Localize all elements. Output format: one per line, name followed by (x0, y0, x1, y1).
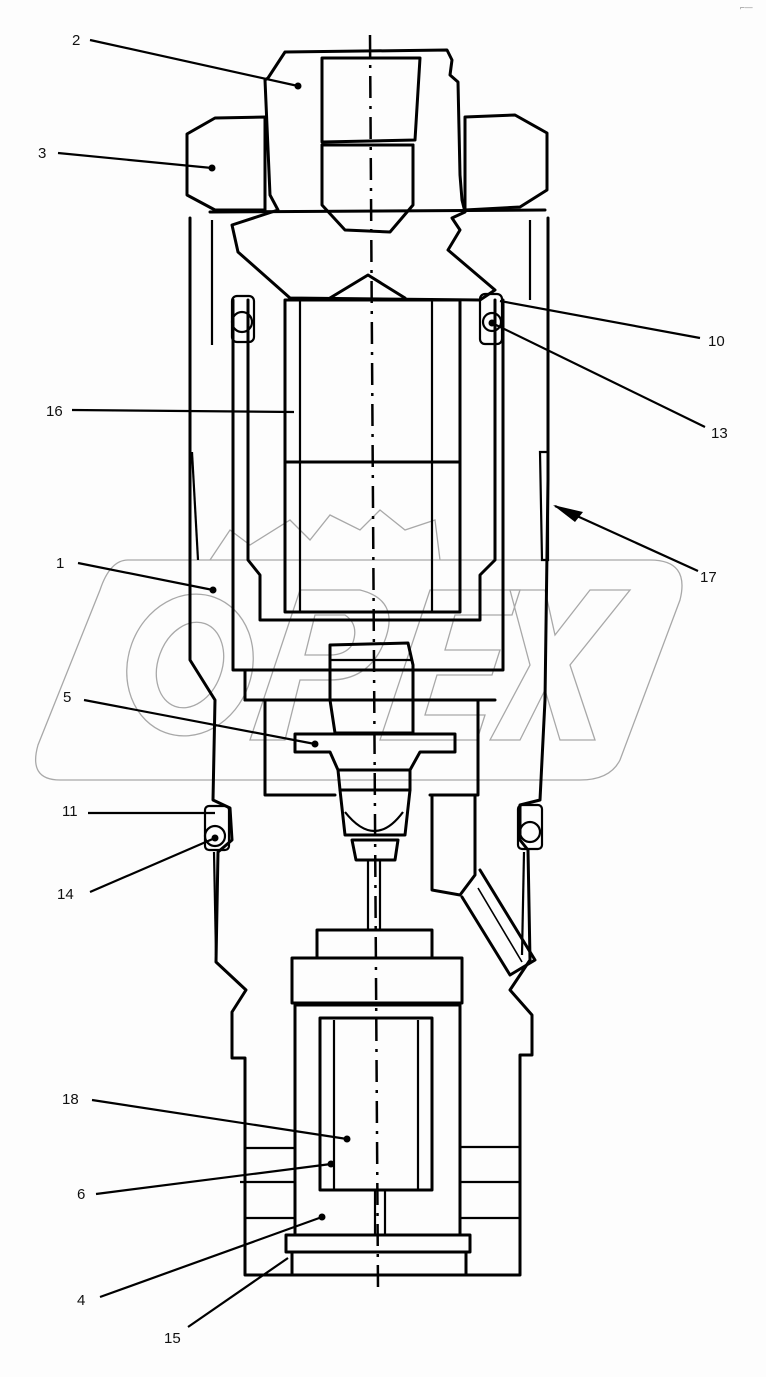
callout-5: 5 (63, 689, 71, 706)
callout-14: 14 (57, 886, 74, 903)
corner-mark: ⌐— (740, 3, 753, 12)
callout-3: 3 (38, 145, 46, 162)
callout-15: 15 (164, 1330, 181, 1347)
callout-17: 17 (700, 569, 717, 586)
center-axis-line (368, 34, 380, 1291)
callout-11: 11 (62, 803, 78, 820)
callout-1: 1 (56, 555, 64, 572)
callouts: 2 3 10 13 16 1 17 5 11 14 18 6 4 15 (38, 32, 728, 1347)
callout-4: 4 (77, 1292, 85, 1309)
part-lower-assembly (240, 928, 520, 1277)
part-3-hex-nut (185, 113, 549, 214)
part-10-13-seals (230, 292, 504, 346)
part-16-piston (231, 298, 505, 672)
callout-13: 13 (711, 425, 728, 442)
part-11-14-seals (203, 803, 544, 956)
callout-6: 6 (77, 1186, 85, 1203)
callout-2: 2 (72, 32, 80, 49)
part-2-top-cap (230, 48, 497, 302)
callout-18: 18 (62, 1091, 79, 1108)
part-17-ring (538, 450, 550, 562)
callout-16: 16 (46, 403, 63, 420)
angled-drill-passage (430, 793, 537, 977)
part-5-valve-assembly (243, 641, 497, 930)
callout-10: 10 (708, 333, 725, 350)
